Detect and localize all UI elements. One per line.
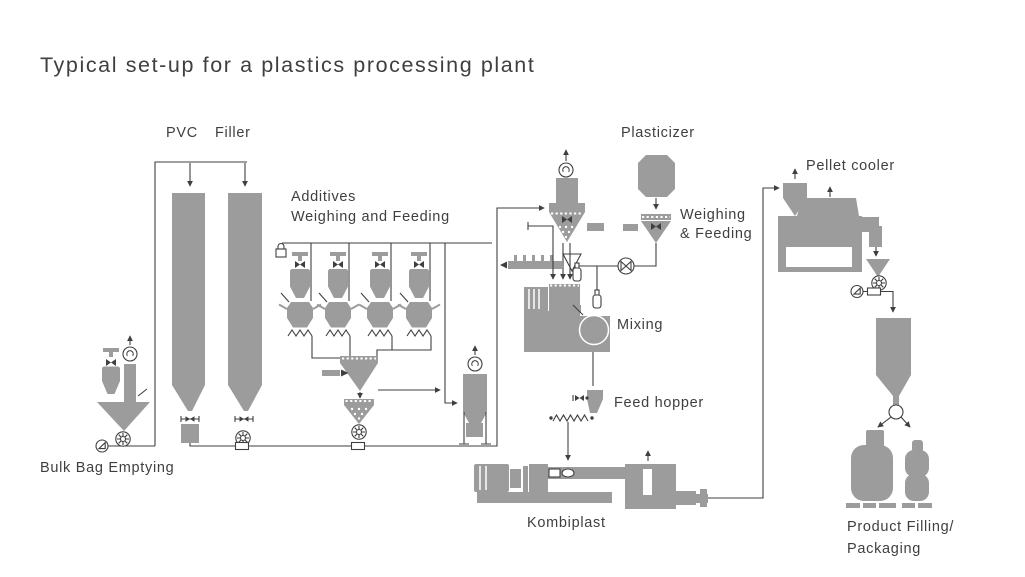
additive-feeder-2 — [316, 242, 360, 337]
extruder-inlet — [561, 468, 575, 478]
blower-icon — [850, 284, 864, 299]
label-pvc: PVC — [166, 125, 198, 141]
mixer — [524, 262, 610, 352]
liquid-additive-manifold — [500, 253, 582, 273]
pipework-lines — [107, 149, 911, 499]
mixer-motor — [524, 287, 548, 311]
slide-valve-icon — [180, 415, 200, 423]
feed-hopper — [549, 390, 603, 423]
die-flange — [700, 489, 707, 507]
padlock-icon — [275, 243, 287, 258]
discharge-hopper — [97, 402, 150, 431]
dosing-ampoule-icon — [592, 289, 602, 309]
valve-icon — [575, 395, 584, 401]
line-coupling-icon — [350, 441, 366, 451]
plasticizer-weigh-feeder — [617, 214, 671, 275]
label-kombiplast: Kombiplast — [527, 515, 606, 531]
label-pellet-cooler: Pellet cooler — [806, 158, 895, 174]
label-plasticizer: Plasticizer — [621, 125, 695, 141]
rotary-valve-icon — [115, 431, 131, 447]
kombiplast-extruder — [474, 464, 708, 509]
mixer-bowl — [578, 314, 610, 346]
label-feed-hopper: Feed hopper — [614, 395, 704, 411]
label-mixing: Mixing — [617, 317, 663, 333]
screw-conveyor-icon — [552, 413, 589, 423]
label-product-1: Product Filling/ — [847, 519, 954, 535]
rotary-valve-icon — [351, 424, 367, 440]
blower-icon — [95, 439, 109, 453]
bulk-bag-emptying-station — [95, 346, 150, 453]
plasticizer-tank — [638, 155, 675, 197]
manifold-inlet-arrow-icon — [500, 261, 507, 269]
bag-vessel — [102, 366, 120, 394]
central-filter-receiver — [549, 162, 604, 242]
sieve-hopper — [344, 399, 374, 424]
vent-slot — [643, 469, 652, 495]
label-weighing-2: & Feeding — [680, 226, 752, 242]
slide-valve-icon — [234, 415, 254, 423]
label-weighing-1: Weighing — [680, 207, 746, 223]
label-additives-2: Weighing and Feeding — [291, 209, 450, 225]
extruder-motor — [474, 464, 509, 492]
sack-stack — [902, 440, 932, 508]
labels: Typical set-up for a plastics processing… — [40, 53, 954, 557]
additives-station — [234, 242, 441, 451]
filler-silo — [228, 193, 262, 446]
label-product-2: Packaging — [847, 541, 921, 557]
big-bag — [846, 430, 896, 508]
diverter-valve-icon — [888, 404, 904, 420]
pellet-cooler — [778, 183, 890, 299]
product-silo — [876, 318, 911, 420]
label-additives-1: Additives — [291, 189, 356, 205]
collecting-hopper — [322, 356, 378, 391]
feeder-box — [181, 424, 199, 443]
receiving-vessel — [459, 356, 491, 445]
additive-feeder-3 — [358, 242, 402, 337]
pump-icon — [617, 257, 635, 275]
line-coupling-icon — [234, 441, 250, 451]
cyclone — [783, 198, 807, 216]
label-filler: Filler — [215, 125, 251, 141]
additive-feeder-4 — [397, 242, 441, 337]
product-packaging — [846, 430, 932, 508]
valve-icon — [562, 216, 572, 223]
exhaust-fan-icon — [467, 356, 483, 372]
valve-icon — [106, 359, 116, 366]
exhaust-fan-icon — [122, 346, 138, 362]
valve-icon — [651, 223, 661, 230]
pvc-silo — [172, 193, 205, 443]
exhaust-fan-icon — [558, 162, 574, 178]
line-coupling-icon — [866, 287, 882, 296]
label-bulk-bag-emptying: Bulk Bag Emptying — [40, 460, 174, 476]
page-title: Typical set-up for a plastics processing… — [40, 53, 535, 77]
outlet-hopper — [866, 259, 890, 277]
